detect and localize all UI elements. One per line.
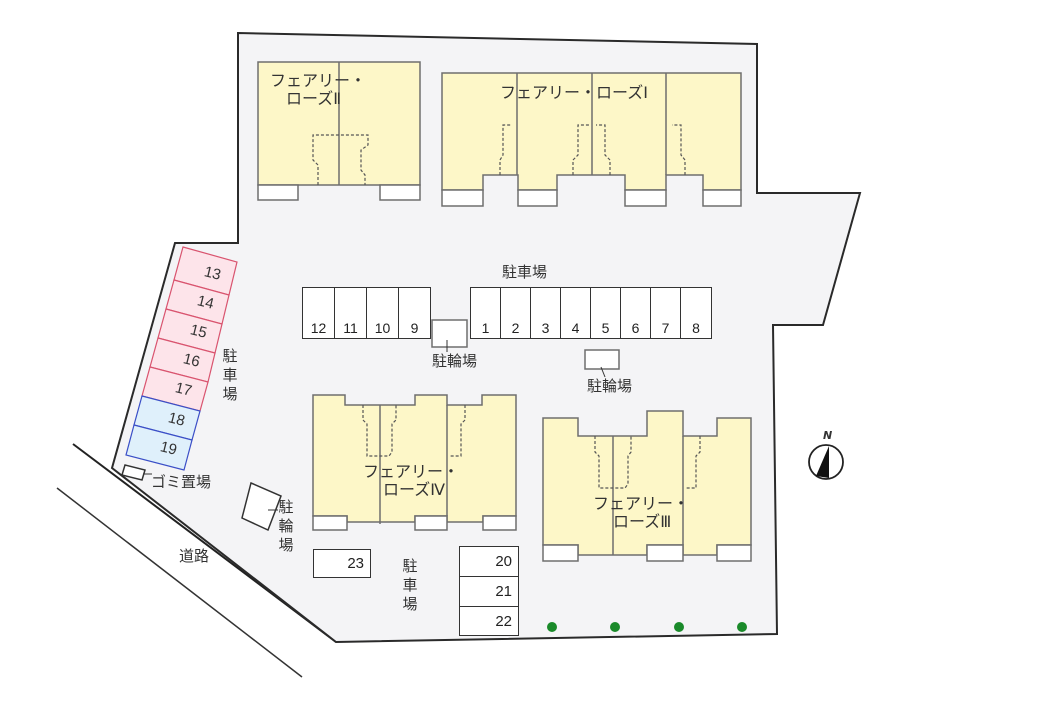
north-compass-icon bbox=[808, 444, 844, 480]
parking-slot-11[interactable]: 11 bbox=[334, 287, 367, 339]
building-rose-1-name: フェアリー・ローズⅠ bbox=[500, 83, 648, 102]
bike-left-label: 駐輪場 bbox=[278, 498, 294, 554]
parking-slot-3[interactable]: 3 bbox=[530, 287, 561, 339]
parking-bottom-label: 駐車場 bbox=[402, 557, 418, 613]
parking-slot-23[interactable]: 23 bbox=[313, 549, 371, 578]
parking-slot-5[interactable]: 5 bbox=[590, 287, 621, 339]
parking-top-label: 駐車場 bbox=[502, 263, 548, 281]
tree bbox=[547, 622, 557, 632]
building-rose-4-name-2: ローズⅣ bbox=[383, 480, 445, 499]
building-rose-2 bbox=[257, 61, 421, 201]
building-rose-2-name-1: フェアリー・ bbox=[270, 71, 367, 90]
side-parking-column bbox=[125, 246, 238, 471]
tree bbox=[610, 622, 620, 632]
parking-slot-1[interactable]: 1 bbox=[470, 287, 501, 339]
parking-slot-6[interactable]: 6 bbox=[620, 287, 651, 339]
bike-right-label: 駐輪場 bbox=[587, 377, 633, 395]
road-edge-lower bbox=[56, 487, 303, 678]
bike-shed-left bbox=[241, 481, 282, 532]
parking-slot-20[interactable]: 20 bbox=[459, 546, 519, 577]
tree bbox=[674, 622, 684, 632]
road-label: 道路 bbox=[179, 547, 210, 565]
bike-shed-center bbox=[431, 319, 468, 348]
parking-slot-22[interactable]: 22 bbox=[459, 606, 519, 636]
parking-slot-10[interactable]: 10 bbox=[366, 287, 399, 339]
tree bbox=[737, 622, 747, 632]
parking-slot-9[interactable]: 9 bbox=[398, 287, 431, 339]
parking-slot-2[interactable]: 2 bbox=[500, 287, 531, 339]
garbage-shed bbox=[121, 464, 146, 481]
bike-center-label: 駐輪場 bbox=[432, 352, 478, 370]
parking-left-label: 駐車場 bbox=[222, 347, 238, 403]
building-rose-3 bbox=[542, 410, 752, 562]
bike-shed-right bbox=[584, 349, 620, 370]
building-rose-4 bbox=[312, 394, 517, 531]
building-rose-1 bbox=[441, 72, 742, 207]
building-rose-3-name-1: フェアリー・ bbox=[593, 494, 690, 513]
garbage-label: ゴミ置場 bbox=[151, 473, 212, 491]
north-label: N bbox=[823, 429, 833, 442]
parking-slot-7[interactable]: 7 bbox=[650, 287, 681, 339]
parking-slot-21[interactable]: 21 bbox=[459, 576, 519, 607]
parking-slot-4[interactable]: 4 bbox=[560, 287, 591, 339]
building-rose-4-name-1: フェアリー・ bbox=[363, 462, 460, 481]
building-rose-2-name-2: ローズⅡ bbox=[286, 89, 342, 108]
parking-slot-8[interactable]: 8 bbox=[680, 287, 712, 339]
building-rose-3-name-2: ローズⅢ bbox=[613, 512, 672, 531]
parking-slot-12[interactable]: 12 bbox=[302, 287, 335, 339]
